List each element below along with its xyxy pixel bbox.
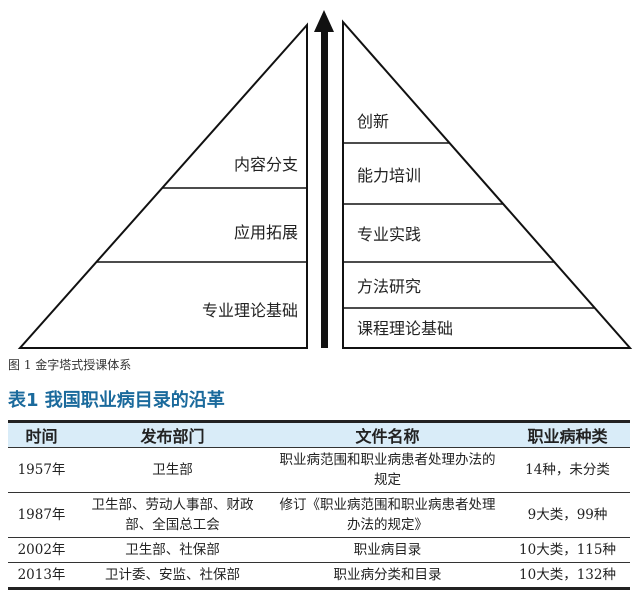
- table-row: 2013年 卫计委、安监、社保部 职业病分类和目录 10大类，132种: [8, 562, 630, 589]
- table-row: 2002年 卫生部、社保部 职业病目录 10大类，115种: [8, 537, 630, 563]
- cell-department: 卫生部: [75, 447, 270, 493]
- column-header: 时间: [8, 421, 75, 448]
- arrow-shaft: [321, 28, 328, 348]
- right-layer-label: 专业实践: [357, 225, 421, 244]
- column-header: 发布部门: [75, 421, 270, 448]
- column-header: 文件名称: [270, 421, 505, 448]
- cell-categories: 14种，未分类: [505, 447, 630, 493]
- figure-caption: 图 1 金字塔式授课体系: [8, 358, 132, 372]
- cell-categories: 9大类，99种: [505, 492, 630, 538]
- left-layer-label: 应用拓展: [234, 223, 298, 242]
- occupational-disease-table: 时间 发布部门 文件名称 职业病种类 1957年 卫生部 职业病范围和职业病患者…: [8, 420, 630, 590]
- cell-year: 1957年: [8, 447, 75, 493]
- cell-department: 卫计委、安监、社保部: [75, 562, 270, 589]
- pyramid-diagram: 内容分支 应用拓展 专业理论基础 创新 能力培训 专业实践 方法研究 课程理论基…: [17, 10, 633, 349]
- table-row: 1987年 卫生部、劳动人事部、财政部、全国总工会 修订《职业病范围和职业病患者…: [8, 492, 630, 538]
- table-title: 表1 我国职业病目录的沿革: [8, 390, 225, 411]
- right-layer-label: 课程理论基础: [357, 319, 453, 338]
- cell-categories: 10大类，115种: [505, 537, 630, 563]
- cell-department: 卫生部、社保部: [75, 537, 270, 563]
- cell-department: 卫生部、劳动人事部、财政部、全国总工会: [75, 492, 270, 538]
- cell-year: 1987年: [8, 492, 75, 538]
- cell-year: 2002年: [8, 537, 75, 563]
- left-layer-label: 专业理论基础: [202, 301, 298, 320]
- cell-document: 修订《职业病范围和职业病患者处理办法的规定》: [270, 492, 505, 538]
- right-layer-label: 创新: [357, 112, 389, 131]
- cell-document: 职业病分类和目录: [270, 562, 505, 589]
- cell-categories: 10大类，132种: [505, 562, 630, 589]
- cell-document: 职业病范围和职业病患者处理办法的规定: [270, 447, 505, 493]
- left-layer-label: 内容分支: [234, 155, 298, 174]
- column-header: 职业病种类: [505, 421, 630, 448]
- table-row: 1957年 卫生部 职业病范围和职业病患者处理办法的规定 14种，未分类: [8, 447, 630, 493]
- cell-document: 职业病目录: [270, 537, 505, 563]
- right-layer-label: 能力培训: [357, 166, 421, 185]
- left-pyramid: [17, 22, 308, 349]
- right-layer-label: 方法研究: [357, 277, 421, 296]
- table-header-row: 时间 发布部门 文件名称 职业病种类: [8, 421, 630, 448]
- arrow-up-icon: [314, 10, 334, 32]
- cell-year: 2013年: [8, 562, 75, 589]
- right-pyramid: [342, 19, 633, 349]
